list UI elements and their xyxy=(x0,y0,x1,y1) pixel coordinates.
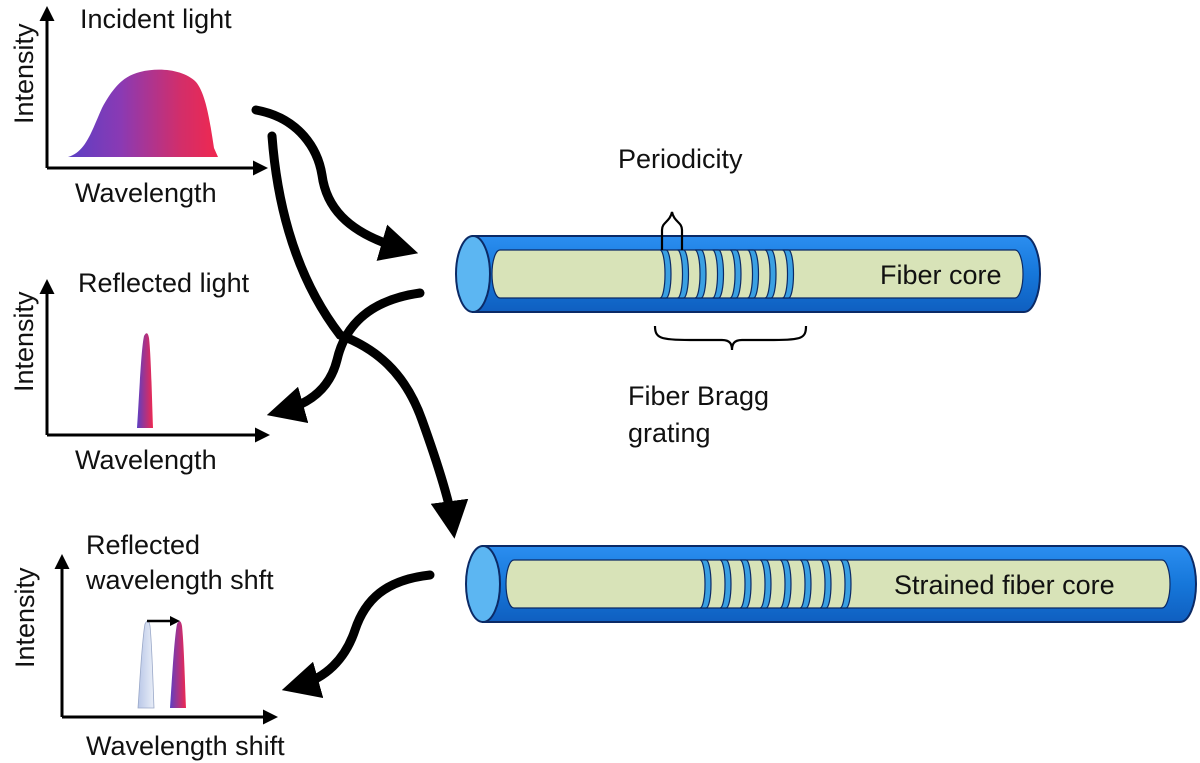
fiber-bottom-grating-ring xyxy=(839,559,852,609)
fiber-bottom-grating-ring xyxy=(779,559,792,609)
fiber-top-grating-ring xyxy=(659,249,672,299)
incident-y-label: Intensity xyxy=(9,23,39,124)
fiber-bottom-grating xyxy=(699,559,852,609)
shift-y-label: Intensity xyxy=(10,567,40,668)
shift-title-line2: wavelength shft xyxy=(85,565,274,595)
fiber-top-grating-ring xyxy=(729,249,742,299)
reflected-x-label: Wavelength xyxy=(75,445,217,475)
fiber-bottom: Strained fiber core xyxy=(465,545,1197,623)
fiber-top-grating-ring xyxy=(764,249,777,299)
reflected-y-label: Intensity xyxy=(9,291,39,392)
arrow-strained-to-shift xyxy=(281,570,435,699)
original-peak xyxy=(137,620,155,709)
fiber-bottom-grating-ring xyxy=(739,559,752,609)
fiber-bottom-grating-ring xyxy=(759,559,772,609)
grating-label-line2: grating xyxy=(628,418,711,448)
incident-light-panel: Incident light Intensity Wavelength xyxy=(9,4,268,208)
reflected-title: Reflected light xyxy=(78,268,250,298)
grating-brace xyxy=(653,325,808,351)
periodicity-label: Periodicity xyxy=(618,144,743,174)
reflected-peak xyxy=(137,333,153,428)
wavelength-shift-panel: Reflected wavelength shft Intensity Wave… xyxy=(10,530,285,761)
periodicity-bracket xyxy=(660,211,684,250)
fiber-bottom-end-face xyxy=(465,545,501,623)
shift-x-label: Wavelength shift xyxy=(86,731,285,761)
fiber-bottom-grating-ring xyxy=(699,559,712,609)
fiber-bottom-grating-ring xyxy=(719,559,732,609)
incident-title: Incident light xyxy=(80,4,232,34)
fiber-top-grating-ring xyxy=(782,249,795,299)
fiber-bottom-grating-ring xyxy=(819,559,832,609)
fiber-bottom-core-label: Strained fiber core xyxy=(894,570,1115,600)
fiber-top-grating-ring xyxy=(677,249,690,299)
grating-label-line1: Fiber Bragg xyxy=(628,381,769,411)
incident-x-label: Wavelength xyxy=(75,178,217,208)
arrow-fiber-to-reflected xyxy=(266,288,425,424)
fiber-top-end-face xyxy=(455,235,491,313)
fiber-top-grating-ring xyxy=(694,249,707,299)
incident-spectrum xyxy=(68,69,218,157)
fiber-top-grating-ring xyxy=(747,249,760,299)
fiber-bottom-core xyxy=(505,559,1171,609)
flow-arrows xyxy=(251,105,469,699)
arrow-incident-to-strained xyxy=(267,131,469,539)
fiber-top-grating-ring xyxy=(712,249,725,299)
reflected-light-panel: Reflected light Intensity Wavelength xyxy=(9,268,270,475)
shift-title-line1: Reflected xyxy=(86,530,200,560)
shifted-peak xyxy=(170,621,186,708)
fiber-top-core-label: Fiber core xyxy=(880,260,1002,290)
fiber-top-grating xyxy=(659,249,795,299)
arrow-incident-to-fiber xyxy=(251,105,419,261)
fiber-top: Fiber core Periodicity Fiber Bragg grati… xyxy=(455,144,1041,448)
fiber-bottom-grating-ring xyxy=(799,559,812,609)
